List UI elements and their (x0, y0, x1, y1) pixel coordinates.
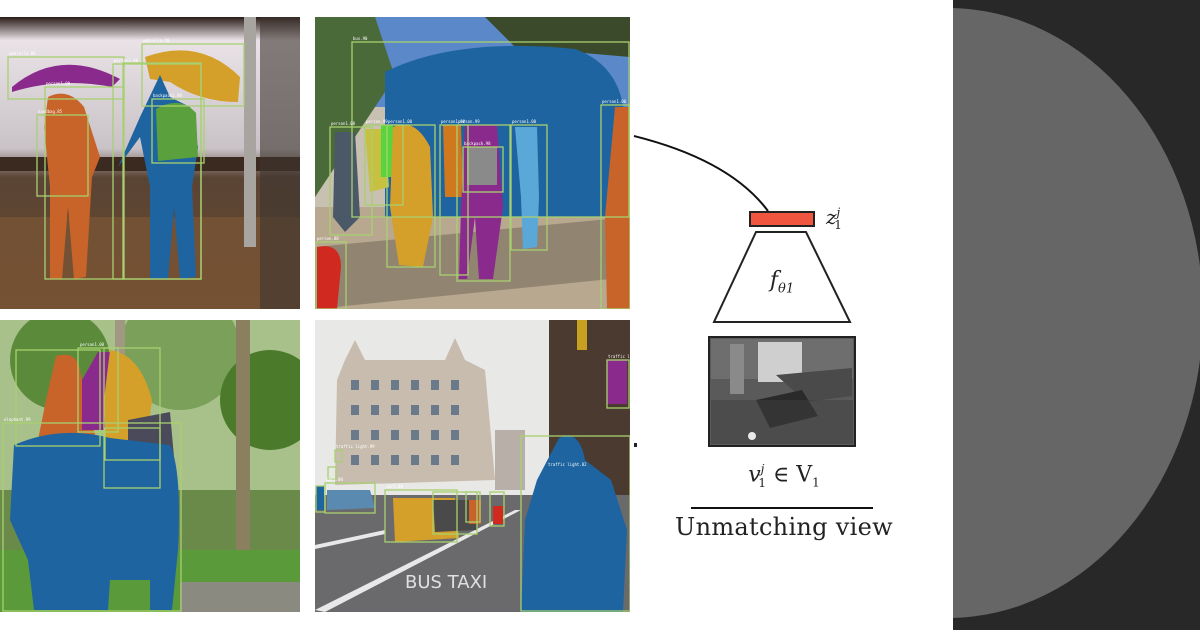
svg-text:person1.00: person1.00 (331, 121, 356, 126)
svg-text:handbag.85: handbag.85 (38, 109, 63, 114)
svg-text:car1.00: car1.00 (326, 477, 343, 482)
connector-curve (633, 135, 769, 212)
svg-text:traffic light.99: traffic light.99 (336, 444, 375, 449)
svg-text:person1.00: person1.00 (602, 99, 627, 104)
svg-text:person.88: person.88 (317, 236, 339, 241)
caption-rule (691, 507, 873, 509)
gray-half-circle (953, 8, 1200, 618)
svg-text:person1.00: person1.00 (80, 342, 105, 347)
caption-unmatching-view: Unmatching view (675, 513, 893, 541)
svg-text:umbrella.86: umbrella.86 (9, 51, 36, 56)
photo-bus-scene: bus.90 person1.00 person.99 person1.00 p… (315, 17, 630, 309)
photo-umbrella-scene: umbrella.86 umbrella.98 person1.00 perso… (0, 17, 300, 309)
svg-text:person.99: person.99 (458, 119, 480, 124)
photo-elephant-scene: person1.00 elephant.99 (0, 320, 300, 612)
svg-text:bus.90: bus.90 (353, 36, 368, 41)
svg-text:car1.00: car1.00 (386, 484, 403, 489)
svg-text:backpack.98: backpack.98 (464, 141, 491, 146)
dark-side-panel (953, 0, 1200, 630)
photo-street-scene: BUS TAXI traffic light.99 car1.00 car1.0… (315, 320, 630, 612)
svg-text:backpack1.00: backpack1.00 (153, 93, 182, 98)
svg-text:person1.00: person1.00 (114, 58, 139, 63)
encoder-diagram (633, 135, 856, 447)
encoder-trapezoid (712, 231, 852, 323)
view-membership-label: vj1 ∈ V1 (748, 462, 820, 490)
svg-text:person1.00: person1.00 (46, 81, 71, 86)
embedding-label: zj1 (826, 205, 842, 232)
svg-text:person1.00: person1.00 (512, 119, 537, 124)
svg-text:person1.00: person1.00 (388, 119, 413, 124)
embedding-box (749, 211, 815, 227)
stray-dot (634, 443, 637, 447)
network-label: fθ1 (769, 268, 795, 297)
road-marking-bus: BUS TAXI (405, 572, 487, 593)
svg-text:person1.00: person1.00 (441, 119, 466, 124)
svg-text:umbrella.98: umbrella.98 (143, 38, 170, 43)
svg-text:person.99: person.99 (366, 119, 388, 124)
svg-text:elephant.99: elephant.99 (4, 417, 31, 422)
svg-text:traffic light.95: traffic light.95 (608, 354, 630, 359)
unmatching-view-photo (708, 336, 856, 447)
svg-text:traffic light.82: traffic light.82 (548, 462, 587, 467)
